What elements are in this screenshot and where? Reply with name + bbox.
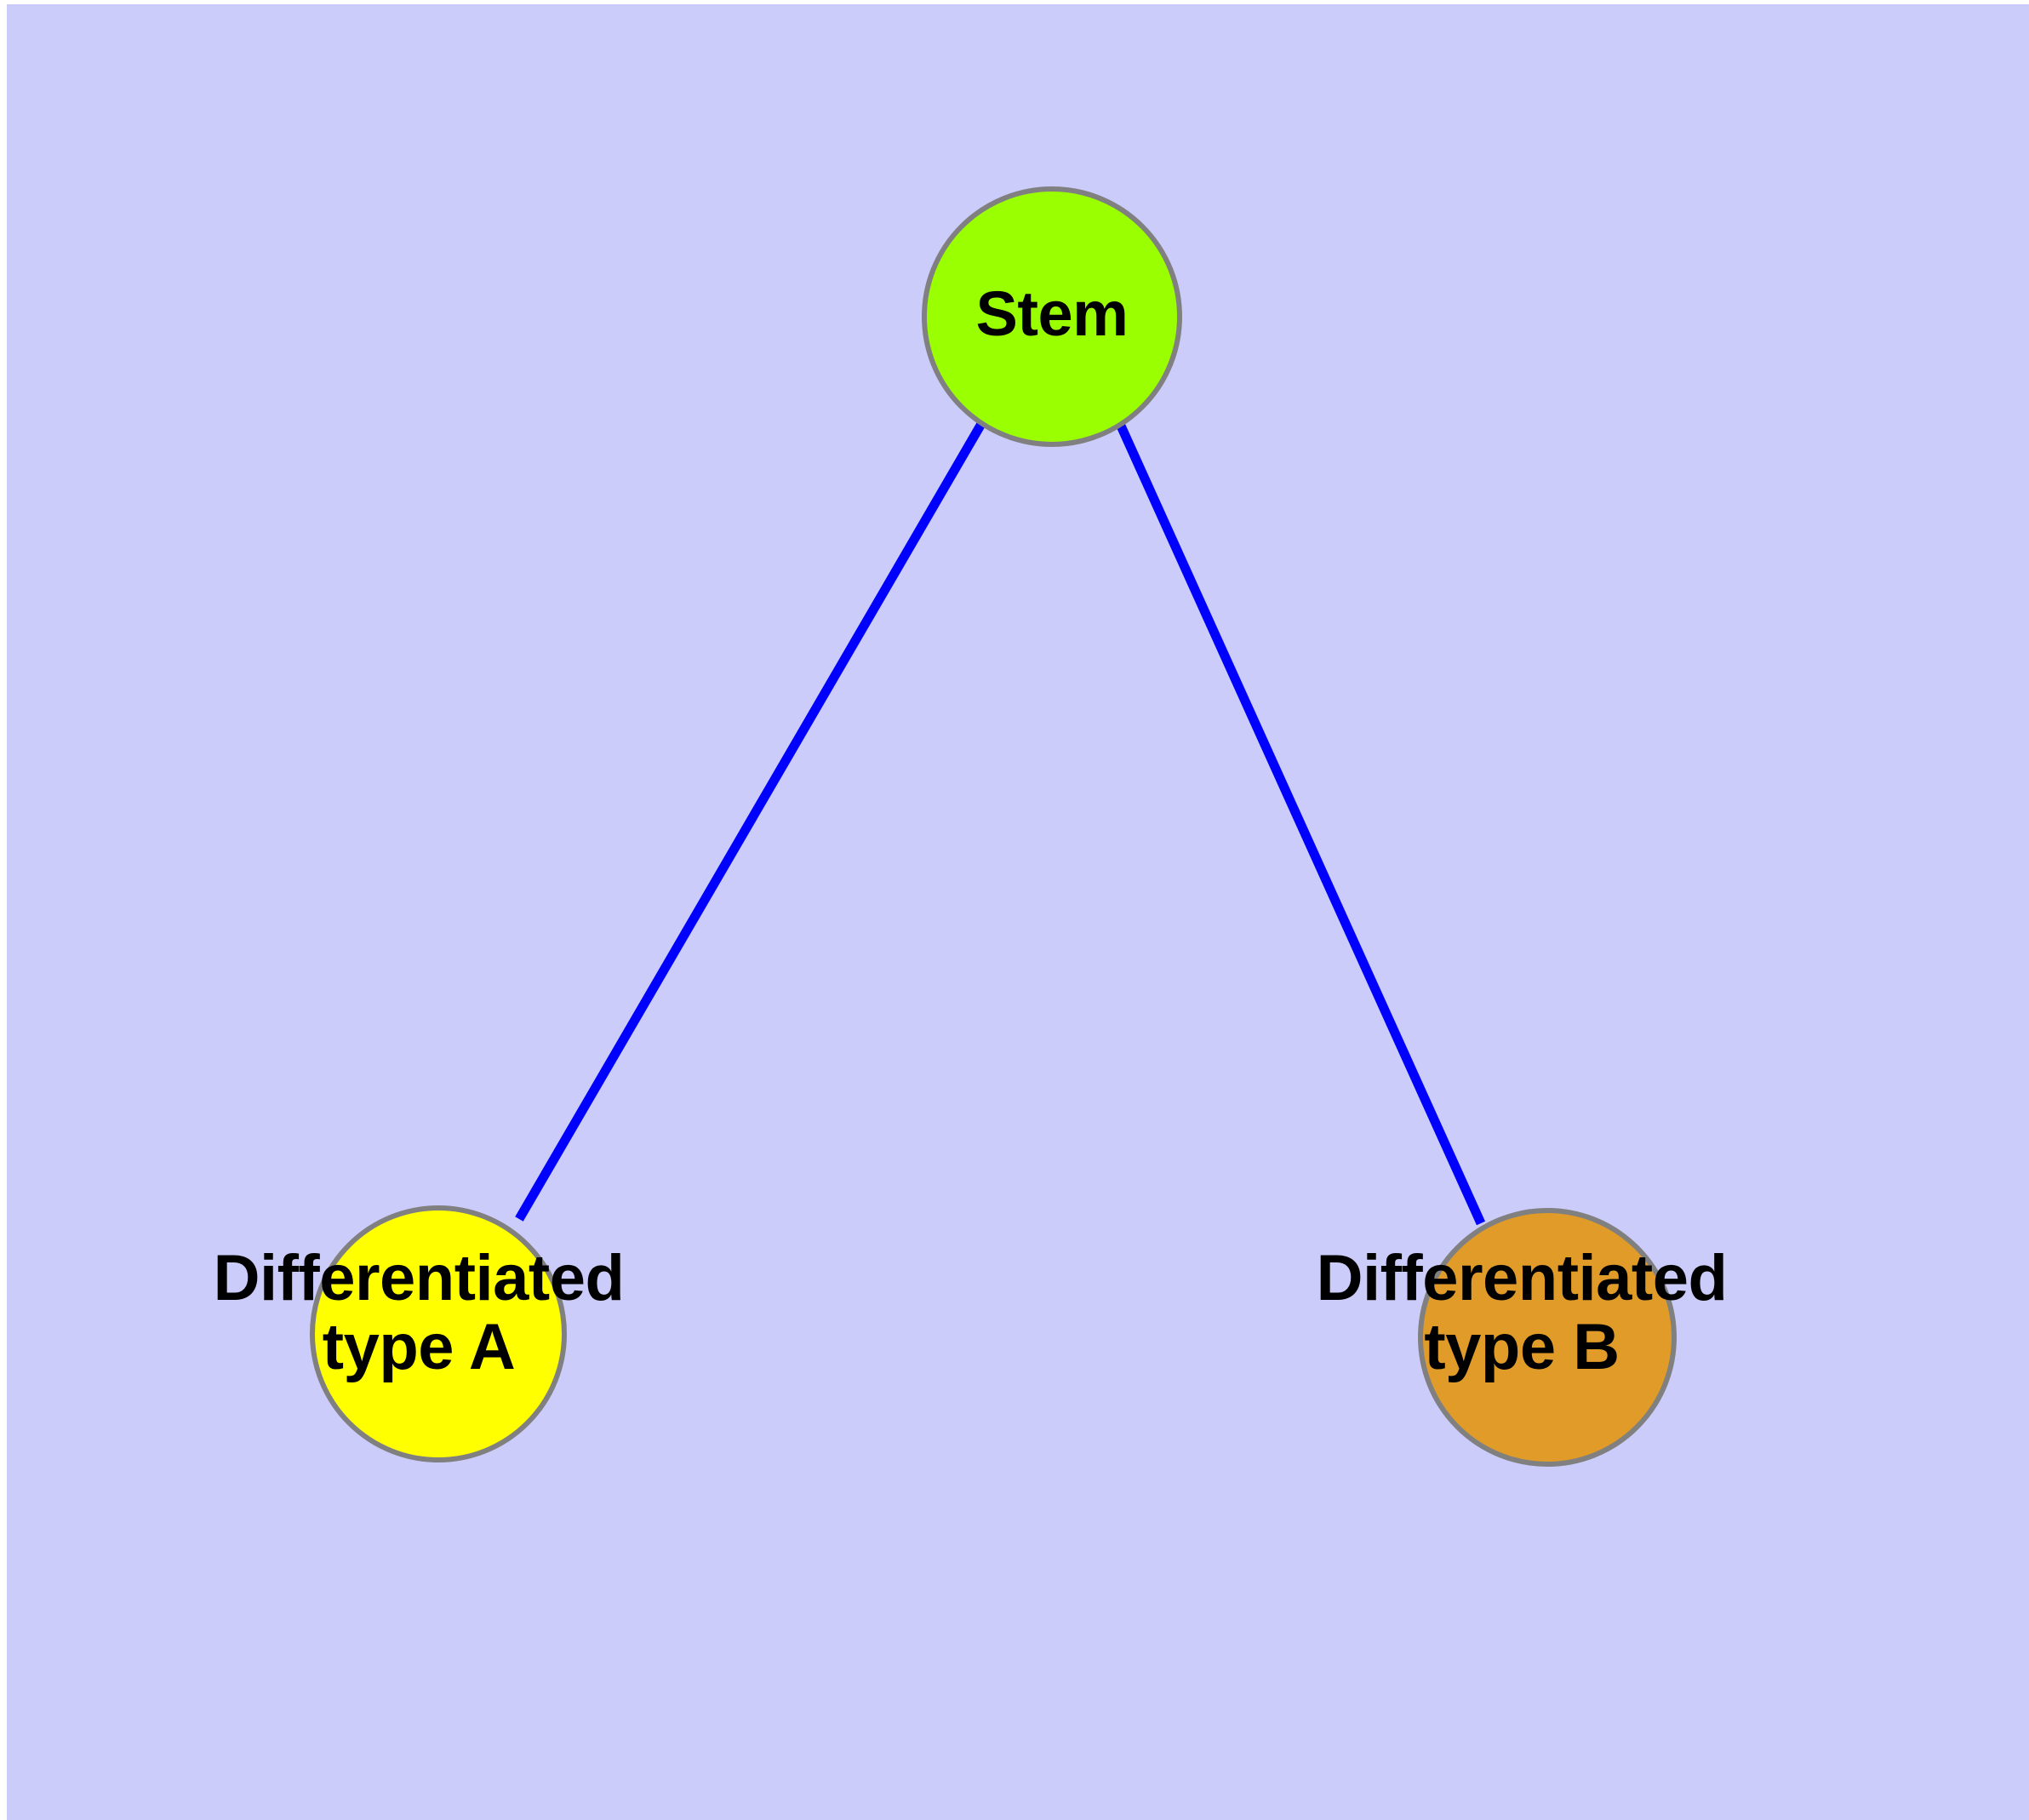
edge-layer — [515, 421, 1486, 1226]
edge-stem-to-differentiated-type-b[interactable] — [1115, 421, 1486, 1226]
node-differentiated-type-b[interactable] — [1418, 1208, 1677, 1467]
node-layer — [310, 186, 1677, 1467]
node-stem[interactable] — [922, 186, 1182, 447]
node-differentiated-type-a[interactable] — [310, 1205, 567, 1462]
edge-stem-to-differentiated-type-a[interactable] — [515, 421, 986, 1222]
